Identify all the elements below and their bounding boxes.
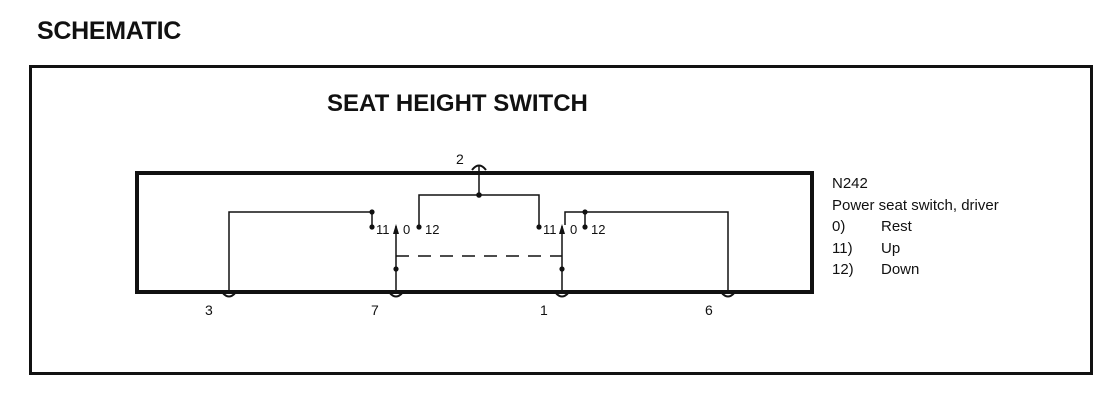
legend-key: 0) [832, 218, 846, 235]
legend-row: 0) Rest [832, 216, 999, 238]
pin-label-3: 3 [205, 302, 213, 318]
wire-pin-3 [228, 211, 373, 290]
contact-label-left-12: 12 [425, 222, 439, 237]
connector-pin-2 [471, 164, 487, 198]
switch-arm-left [393, 224, 399, 290]
component-id: N242 [832, 175, 868, 192]
common-bus [418, 194, 540, 225]
connector-pin-6 [720, 291, 736, 298]
pin-label-2: 2 [456, 151, 464, 167]
contact-11-left [369, 224, 375, 230]
diagram-title: SEAT HEIGHT SWITCH [327, 90, 588, 117]
schematic-frame [29, 65, 1093, 375]
section-heading: SCHEMATIC [37, 17, 182, 45]
contact-label-left-0: 0 [403, 222, 410, 237]
legend-label: Up [881, 239, 901, 257]
switch-arm-right [559, 224, 565, 290]
component-legend: N242 Power seat switch, driver 0) Rest 1… [832, 173, 999, 281]
contact-label-right-11: 11 [543, 222, 557, 237]
connector-pin-1 [554, 291, 570, 298]
contact-label-right-12: 12 [591, 222, 605, 237]
contact-11-right [536, 224, 542, 230]
legend-row: 12) Down [832, 259, 999, 281]
legend-label: Rest [881, 218, 912, 235]
pin-label-1: 1 [540, 302, 548, 318]
connector-pin-7 [388, 291, 404, 298]
pin-label-6: 6 [705, 302, 713, 318]
contact-12-left [416, 224, 422, 230]
legend-row: 11) Up [832, 238, 999, 260]
contact-label-right-0: 0 [570, 222, 577, 237]
contact-12-right [582, 224, 588, 230]
pin-label-7: 7 [371, 302, 379, 318]
connector-pin-3 [221, 291, 237, 298]
switch-housing [135, 171, 814, 294]
wire-pin-6 [564, 211, 729, 290]
component-description: Power seat switch, driver [832, 196, 999, 214]
legend-key: 12) [832, 261, 854, 278]
contact-label-left-11: 11 [376, 222, 390, 237]
legend-label: Down [881, 261, 920, 278]
legend-key: 11) [832, 239, 853, 257]
